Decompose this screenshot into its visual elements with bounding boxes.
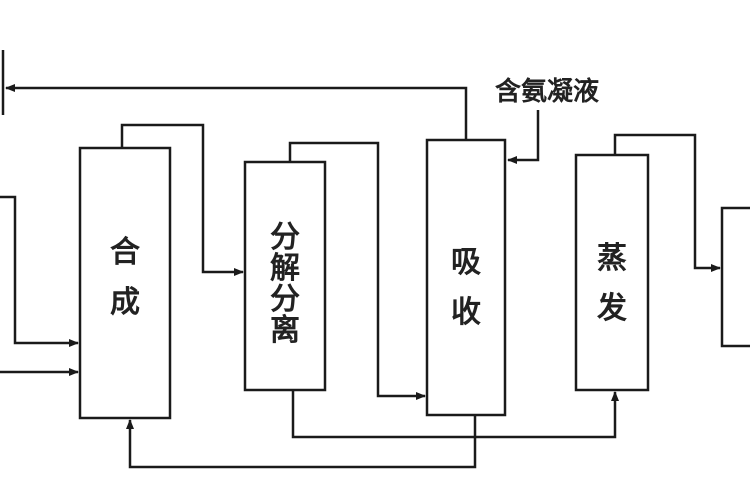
recycle-solution-line	[126, 415, 477, 469]
unit-label: 离	[270, 313, 300, 348]
unit-label: 成	[110, 285, 140, 320]
solution-line	[291, 390, 619, 439]
unit-label: 蒸	[597, 241, 627, 276]
evaporation-outlet-line	[613, 133, 721, 272]
unit-label: 收	[451, 295, 481, 330]
unit-decomposition: 分 解 分 离	[243, 160, 327, 392]
unit-label: 分	[270, 220, 300, 255]
unit-next-clipped	[720, 206, 750, 348]
decomposition-gas-line	[288, 141, 426, 400]
unit-evaporation: 蒸 发	[574, 153, 650, 392]
unit-label: 发	[596, 291, 627, 326]
feed-line-1	[0, 195, 79, 347]
unit-label: 解	[270, 251, 300, 286]
unit-label: 分	[270, 282, 300, 317]
absorber-overhead-line	[5, 84, 468, 140]
synthesis-outlet-line	[120, 123, 244, 276]
unit-absorption: 吸 收	[425, 138, 507, 417]
unit-label: 吸	[451, 245, 481, 280]
unit-label: 合	[110, 235, 140, 270]
unit-synthesis: 合 成	[78, 146, 172, 420]
condensate-annotation: 含氨凝液	[495, 76, 599, 107]
condensate-line	[507, 110, 540, 164]
